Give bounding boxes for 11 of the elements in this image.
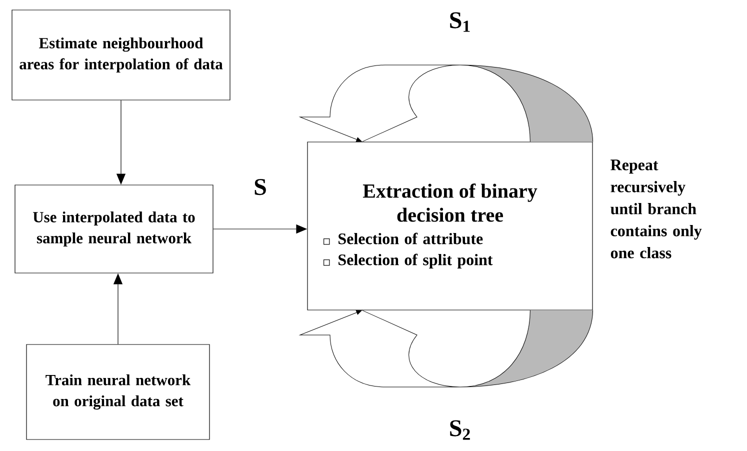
note-text: Repeat recursively until branch contains only one class [610,160,702,258]
box-heading: Extraction of binary decision tree [362,184,538,222]
edge-label: S$_{1}$ [450,12,470,32]
process-box: Use interpolated data to sample neural network [14,184,214,274]
edge-label: S [254,178,266,196]
process-box [307,142,593,310]
bullet-text: Selection of attribute [338,232,483,244]
bullet-text: Selection of split point [338,254,493,268]
process-box: Estimate neighbourhood areas for interpolation of data [12,10,230,100]
process-box: Train neural network on original data set [26,344,210,440]
edge-label: S$_{2}$ [450,420,470,440]
